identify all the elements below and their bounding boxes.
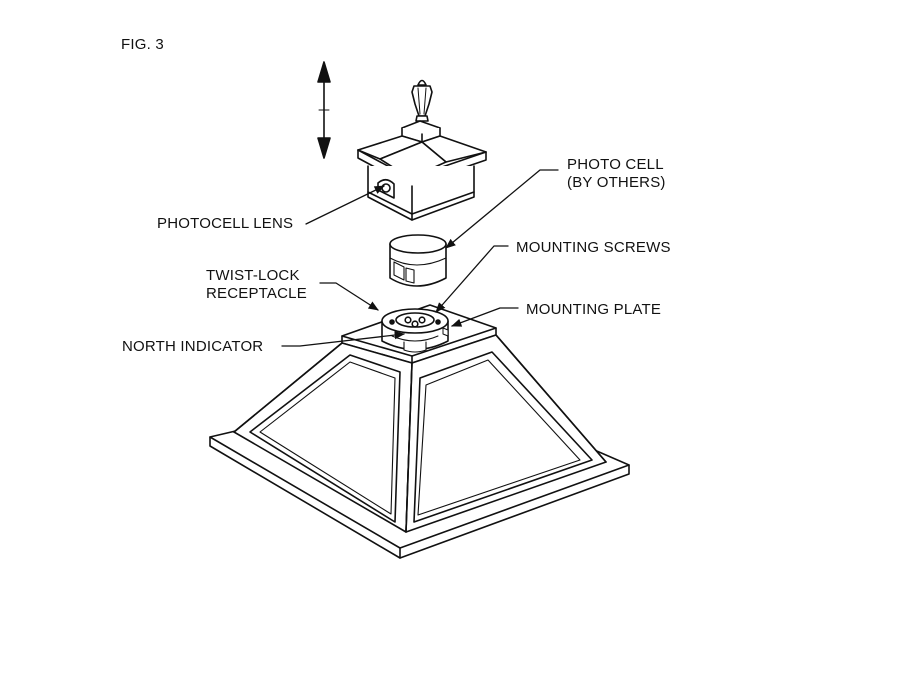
- label-north-indicator: NORTH INDICATOR: [122, 338, 264, 355]
- vertical-double-arrow-icon: [317, 61, 331, 159]
- twist-lock-receptacle: [381, 308, 449, 353]
- label-twist-lock-line1: TWIST-LOCK: [206, 267, 300, 284]
- label-photocell-lens: PHOTOCELL LENS: [157, 215, 294, 232]
- label-mounting-screws: MOUNTING SCREWS: [516, 239, 671, 256]
- top-cap: [357, 120, 487, 221]
- finial: [411, 79, 433, 122]
- label-photo-cell-line2: (BY OTHERS): [567, 174, 666, 191]
- label-mounting-plate: MOUNTING PLATE: [526, 301, 662, 318]
- label-twist-lock-line2: RECEPTACLE: [206, 285, 307, 302]
- label-photo-cell-line1: PHOTO CELL: [567, 156, 664, 173]
- figure-title: FIG. 3: [121, 36, 164, 53]
- leader-lines: [281, 169, 559, 347]
- photo-cell: [389, 234, 447, 287]
- base-housing: [209, 304, 630, 559]
